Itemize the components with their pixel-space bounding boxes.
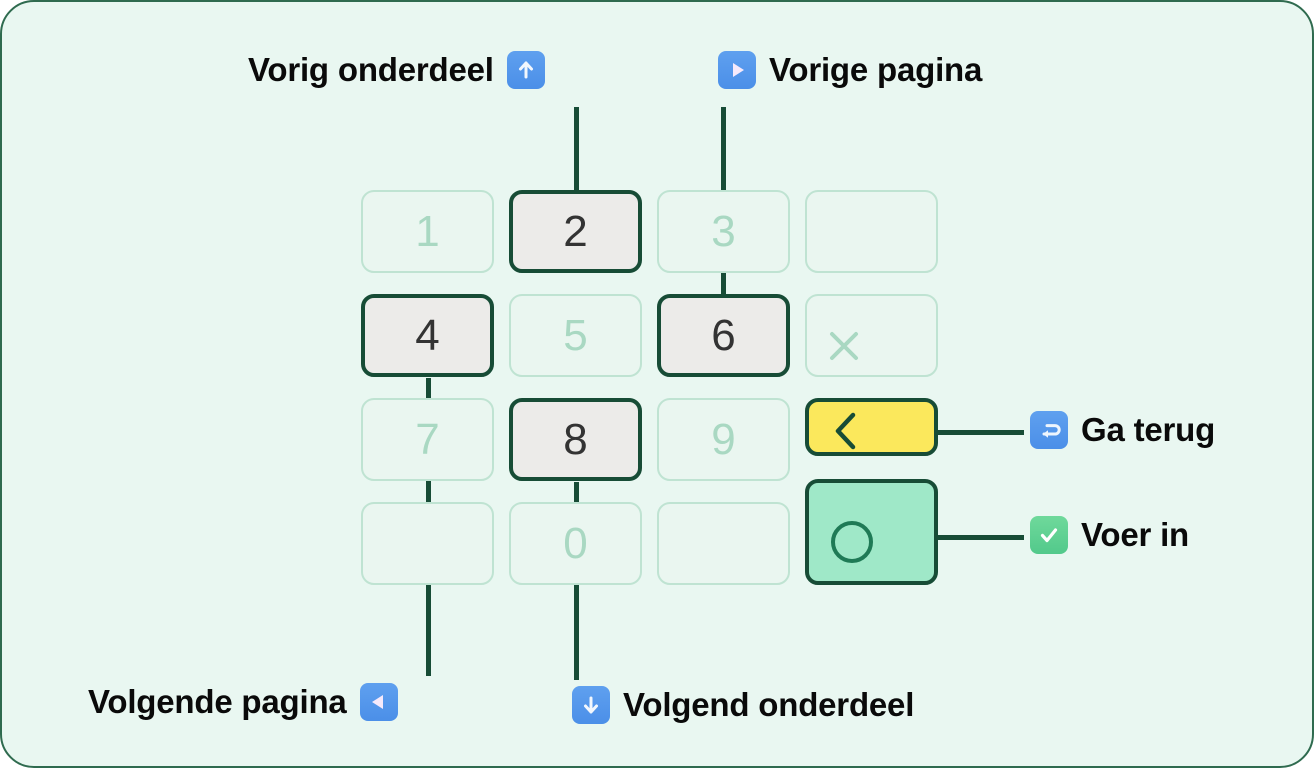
callout-go-back: Ga terug <box>1030 411 1215 449</box>
arrow-up-icon <box>506 51 545 89</box>
callout-next-item: Volgend onderdeel <box>572 686 914 724</box>
connector-line-go-back <box>934 430 1024 435</box>
callout-prev-item: Vorig onderdeel <box>248 51 545 89</box>
key-6[interactable]: 6 <box>657 294 790 377</box>
callout-enter: Voer in <box>1030 516 1189 554</box>
key-enter[interactable] <box>805 479 938 585</box>
key-0[interactable]: 0 <box>509 502 642 585</box>
key-9-label: 9 <box>711 414 736 464</box>
arrow-down-icon <box>572 686 610 724</box>
key-5-label: 5 <box>563 310 588 360</box>
key-0-label: 0 <box>563 518 588 568</box>
arrow-left-triangle-icon <box>359 683 398 721</box>
key-6-label: 6 <box>711 310 736 360</box>
key-back[interactable] <box>805 398 938 456</box>
callout-next-item-label: Volgend onderdeel <box>623 686 915 723</box>
key-8[interactable]: 8 <box>509 398 642 481</box>
key-4[interactable]: 4 <box>361 294 494 377</box>
callout-prev-item-label: Vorig onderdeel <box>248 51 494 88</box>
numeric-keypad: 1 2 3 4 5 6 7 8 <box>361 190 938 585</box>
key-1[interactable]: 1 <box>361 190 494 273</box>
callout-go-back-label: Ga terug <box>1081 411 1216 448</box>
key-blank-bottom-middle[interactable] <box>657 502 790 585</box>
key-2-label: 2 <box>563 206 588 256</box>
check-mark-icon <box>1030 516 1068 554</box>
circle-icon <box>831 521 873 563</box>
key-1-label: 1 <box>415 206 440 256</box>
key-3-label: 3 <box>711 206 736 256</box>
callout-prev-page: Vorige pagina <box>718 51 982 89</box>
arrow-hook-left-icon <box>1030 411 1068 449</box>
connector-line-prev-item <box>574 107 579 192</box>
callout-prev-page-label: Vorige pagina <box>769 51 983 88</box>
key-blank-top-right[interactable] <box>805 190 938 273</box>
callout-next-page: Volgende pagina <box>88 683 398 721</box>
key-4-label: 4 <box>415 310 440 360</box>
arrow-right-triangle-icon <box>718 51 756 89</box>
key-3[interactable]: 3 <box>657 190 790 273</box>
key-8-label: 8 <box>563 414 588 464</box>
key-multiply[interactable] <box>805 294 938 377</box>
connector-line-enter <box>934 535 1024 540</box>
chevron-left-icon <box>835 412 856 450</box>
key-5[interactable]: 5 <box>509 294 642 377</box>
key-9[interactable]: 9 <box>657 398 790 481</box>
key-2[interactable]: 2 <box>509 190 642 273</box>
callout-enter-label: Voer in <box>1081 516 1190 553</box>
callout-next-page-label: Volgende pagina <box>88 683 347 720</box>
key-blank-bottom-left[interactable] <box>361 502 494 585</box>
multiply-icon <box>830 332 858 360</box>
key-7-label: 7 <box>415 414 440 464</box>
key-7[interactable]: 7 <box>361 398 494 481</box>
